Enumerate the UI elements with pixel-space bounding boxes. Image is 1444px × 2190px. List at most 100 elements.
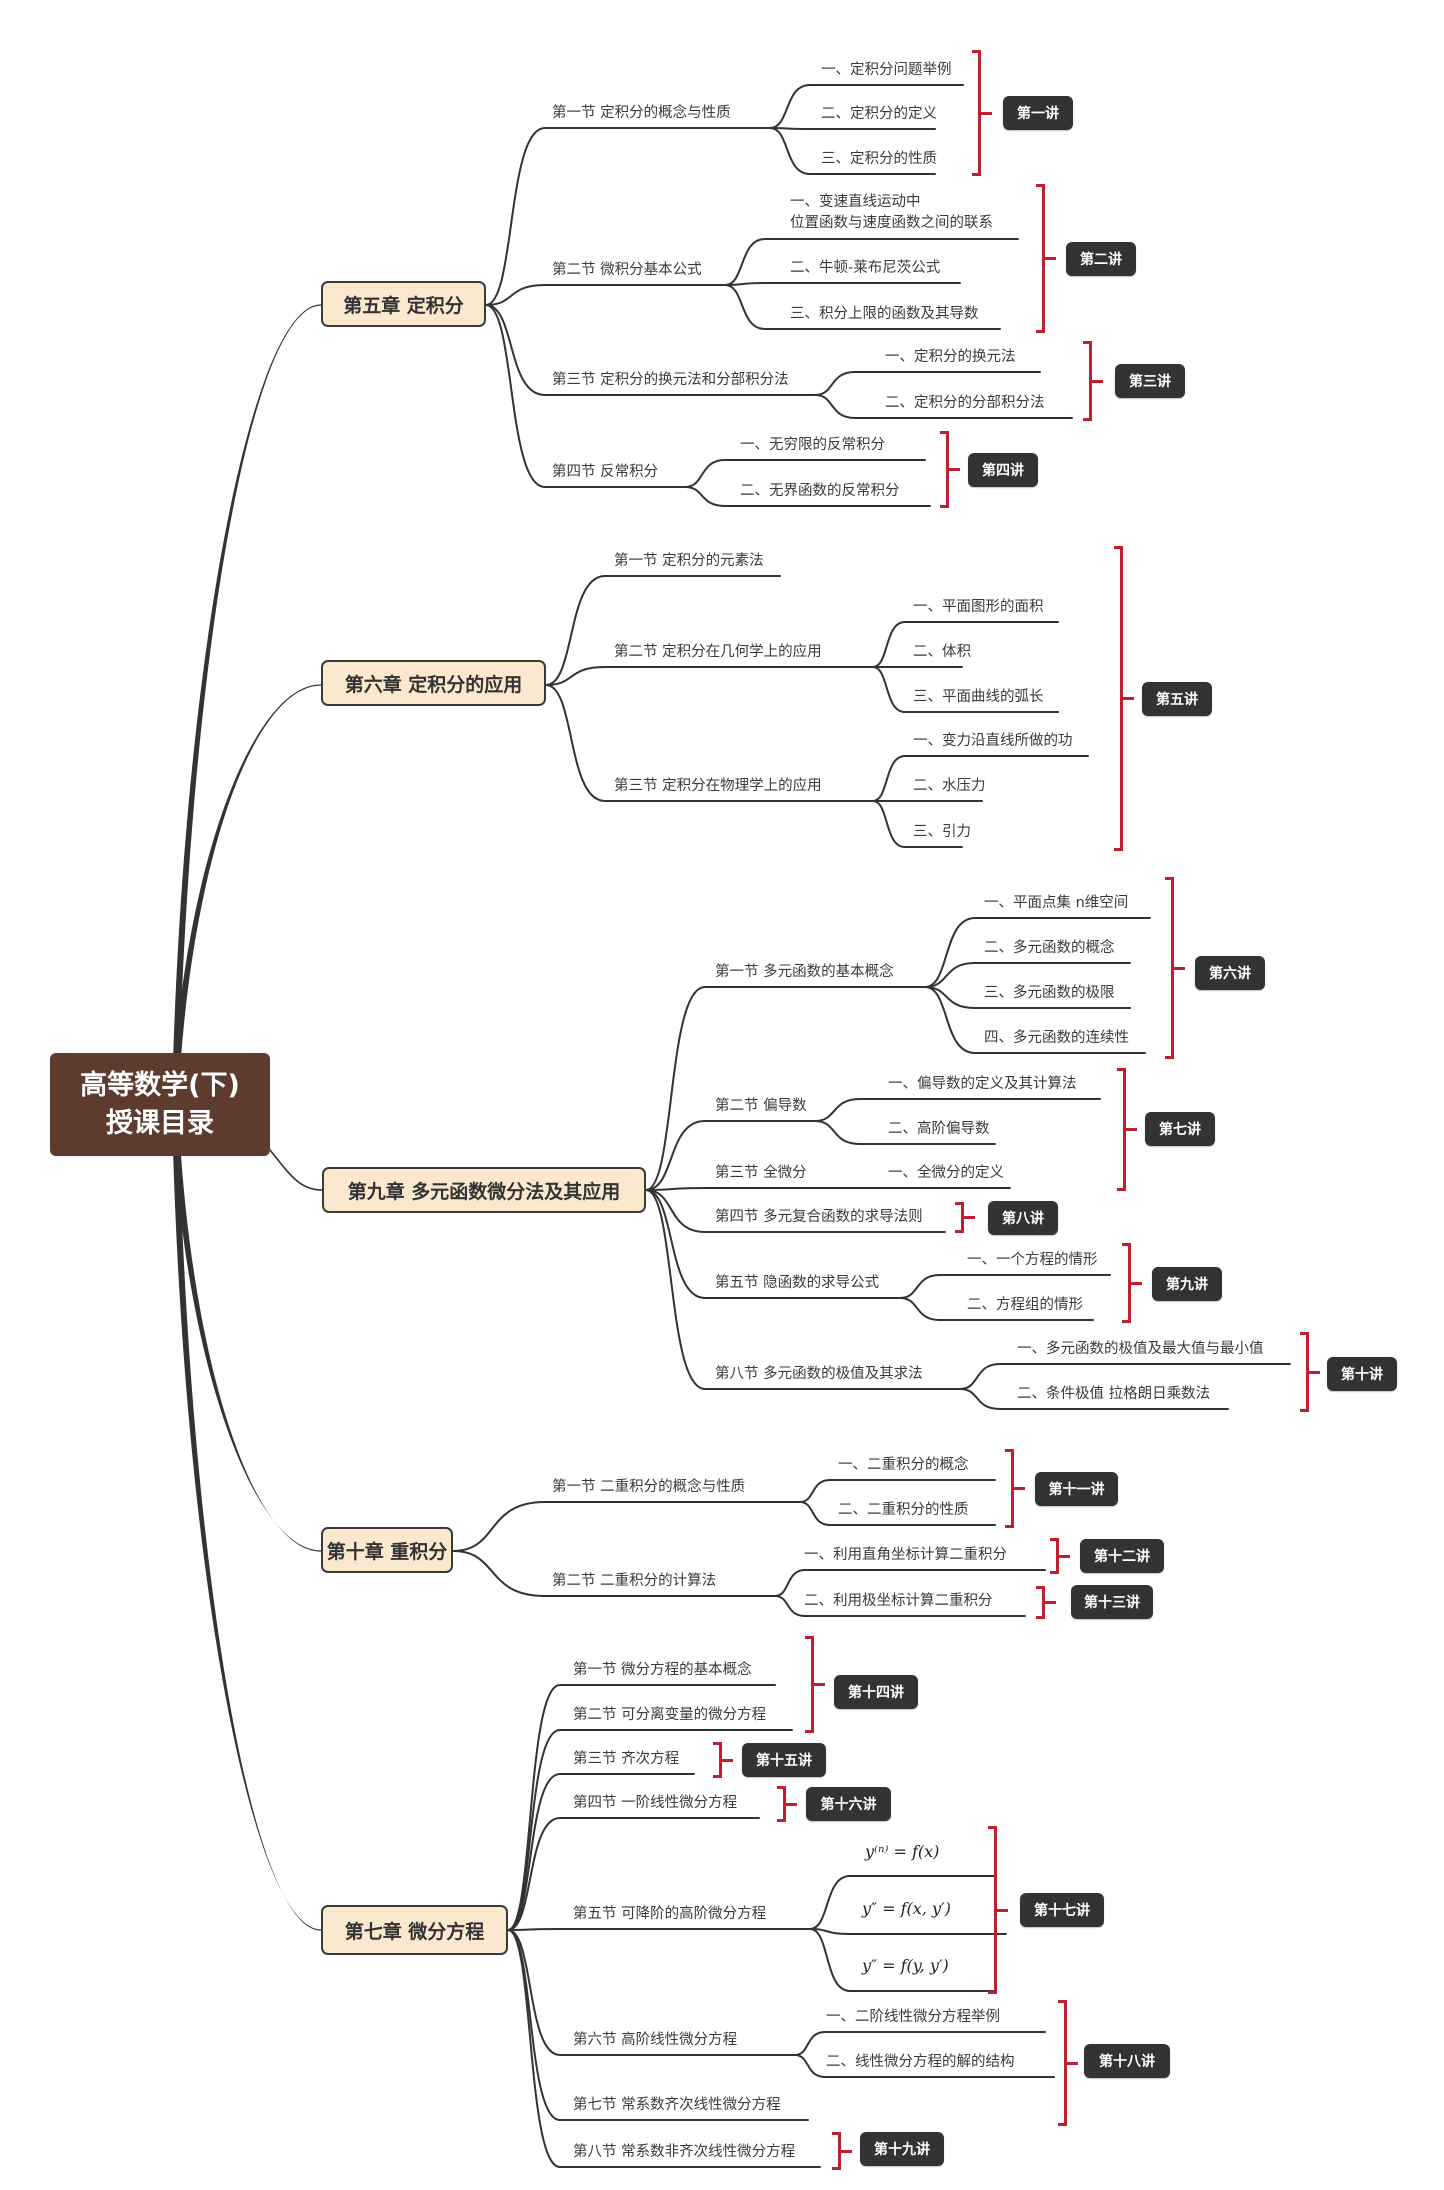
subtopic-line1[interactable]: 一、变速直线运动中 bbox=[790, 194, 921, 210]
lecture-tag[interactable]: 第二讲 bbox=[1066, 242, 1136, 276]
section-topic[interactable]: 第五节 可降阶的高阶微分方程 bbox=[573, 1906, 767, 1922]
chapter-9-topic[interactable]: 第九章 多元函数微分法及其应用 bbox=[322, 1167, 646, 1213]
subtopic[interactable]: 一、无穷限的反常积分 bbox=[740, 437, 885, 453]
subtopic[interactable]: 二、高阶偏导数 bbox=[888, 1121, 990, 1137]
subtopic-line2[interactable]: 位置函数与速度函数之间的联系 bbox=[790, 215, 993, 231]
central-topic[interactable]: 高等数学(下) 授课目录 bbox=[50, 1053, 270, 1156]
section-topic[interactable]: 第二节 二重积分的计算法 bbox=[552, 1573, 717, 1589]
formula-subtopic[interactable]: y″ = f(y, y′) bbox=[862, 1956, 949, 1975]
section-topic[interactable]: 第三节 定积分在物理学上的应用 bbox=[614, 778, 822, 794]
lecture-bracket bbox=[1050, 1538, 1070, 1574]
section-topic[interactable]: 第三节 齐次方程 bbox=[573, 1751, 680, 1767]
central-topic-line2: 授课目录 bbox=[106, 1107, 214, 1139]
section-topic[interactable]: 第一节 定积分的概念与性质 bbox=[552, 105, 731, 121]
subtopic[interactable]: 三、积分上限的函数及其导数 bbox=[790, 306, 979, 322]
lecture-tag[interactable]: 第十六讲 bbox=[806, 1787, 891, 1821]
subtopic[interactable]: 二、体积 bbox=[913, 644, 971, 660]
subtopic[interactable]: 二、多元函数的概念 bbox=[984, 940, 1115, 956]
subtopic[interactable]: 一、利用直角坐标计算二重积分 bbox=[804, 1547, 1007, 1563]
section-topic[interactable]: 第七节 常系数齐次线性微分方程 bbox=[573, 2097, 781, 2113]
section-topic[interactable]: 第二节 偏导数 bbox=[715, 1098, 807, 1114]
lecture-bracket bbox=[1122, 1243, 1142, 1323]
lecture-tag[interactable]: 第十讲 bbox=[1327, 1357, 1397, 1391]
subtopic[interactable]: 一、一个方程的情形 bbox=[967, 1252, 1098, 1268]
subtopic[interactable]: 三、多元函数的极限 bbox=[984, 985, 1115, 1001]
lecture-bracket bbox=[972, 50, 992, 176]
lecture-tag[interactable]: 第十一讲 bbox=[1035, 1472, 1118, 1506]
formula-subtopic[interactable]: y⁽ⁿ⁾ = f(x) bbox=[865, 1842, 940, 1861]
subtopic[interactable]: 一、平面点集 n维空间 bbox=[984, 895, 1129, 911]
topic-underline bbox=[645, 986, 926, 1191]
chapter-10-topic[interactable]: 第十章 重积分 bbox=[321, 1527, 453, 1573]
lecture-tag[interactable]: 第八讲 bbox=[988, 1201, 1058, 1235]
subtopic[interactable]: 一、变力沿直线所做的功 bbox=[913, 733, 1073, 749]
section-topic[interactable]: 第四节 一阶线性微分方程 bbox=[573, 1795, 738, 1811]
subtopic[interactable]: 四、多元函数的连续性 bbox=[984, 1030, 1129, 1046]
section-topic[interactable]: 第八节 多元函数的极值及其求法 bbox=[715, 1366, 923, 1382]
section-topic[interactable]: 第四节 反常积分 bbox=[552, 464, 659, 480]
section-topic[interactable]: 第一节 二重积分的概念与性质 bbox=[552, 1479, 746, 1495]
subtopic[interactable]: 二、牛顿-莱布尼茨公式 bbox=[790, 260, 941, 276]
lecture-tag[interactable]: 第十二讲 bbox=[1080, 1539, 1164, 1573]
chapter-6-topic[interactable]: 第六章 定积分的应用 bbox=[321, 660, 546, 706]
subtopic[interactable]: 二、定积分的分部积分法 bbox=[885, 395, 1045, 411]
subtopic[interactable]: 二、条件极值 拉格朗日乘数法 bbox=[1017, 1386, 1211, 1402]
chapter-7-topic[interactable]: 第七章 微分方程 bbox=[321, 1905, 508, 1955]
subtopic[interactable]: 二、线性微分方程的解的结构 bbox=[826, 2054, 1015, 2070]
section-topic[interactable]: 第一节 微分方程的基本概念 bbox=[573, 1662, 752, 1678]
lecture-tag[interactable]: 第十五讲 bbox=[742, 1743, 826, 1777]
lecture-tag[interactable]: 第十九讲 bbox=[860, 2132, 944, 2166]
subtopic[interactable]: 一、多元函数的极值及最大值与最小值 bbox=[1017, 1341, 1264, 1357]
section-topic[interactable]: 第二节 定积分在几何学上的应用 bbox=[614, 644, 822, 660]
subtopic[interactable]: 一、偏导数的定义及其计算法 bbox=[888, 1076, 1077, 1092]
subtopic[interactable]: 二、利用极坐标计算二重积分 bbox=[804, 1593, 993, 1609]
lecture-tag[interactable]: 第十四讲 bbox=[834, 1675, 918, 1709]
topic-underline bbox=[485, 284, 726, 306]
section-topic[interactable]: 第一节 多元函数的基本概念 bbox=[715, 964, 894, 980]
section-topic[interactable]: 第五节 隐函数的求导公式 bbox=[715, 1275, 880, 1291]
section-topic[interactable]: 第二节 微积分基本公式 bbox=[552, 262, 702, 278]
subtopic[interactable]: 一、二阶线性微分方程举例 bbox=[826, 2009, 1000, 2025]
lecture-bracket bbox=[777, 1786, 797, 1822]
lecture-bracket bbox=[1117, 1068, 1137, 1191]
subtopic[interactable]: 一、定积分问题举例 bbox=[821, 62, 952, 78]
section-topic[interactable]: 第三节 全微分 bbox=[715, 1165, 807, 1181]
lecture-bracket bbox=[1114, 546, 1134, 851]
section-topic[interactable]: 第三节 定积分的换元法和分部积分法 bbox=[552, 372, 789, 388]
subtopic[interactable]: 一、平面图形的面积 bbox=[913, 599, 1044, 615]
section-topic[interactable]: 第二节 可分离变量的微分方程 bbox=[573, 1707, 767, 1723]
formula-subtopic[interactable]: y″ = f(x, y′) bbox=[862, 1899, 951, 1918]
lecture-tag[interactable]: 第十八讲 bbox=[1084, 2044, 1170, 2078]
topic-underline bbox=[814, 1098, 1101, 1122]
lecture-bracket bbox=[1005, 1449, 1025, 1528]
section-topic[interactable]: 第四节 多元复合函数的求导法则 bbox=[715, 1209, 923, 1225]
subtopic[interactable]: 三、平面曲线的弧长 bbox=[913, 689, 1044, 705]
lecture-tag[interactable]: 第一讲 bbox=[1003, 96, 1073, 130]
subtopic[interactable]: 二、定积分的定义 bbox=[821, 106, 937, 122]
section-topic[interactable]: 第六节 高阶线性微分方程 bbox=[573, 2032, 738, 2048]
lecture-tag[interactable]: 第十七讲 bbox=[1020, 1893, 1104, 1927]
lecture-tag[interactable]: 第六讲 bbox=[1195, 956, 1265, 990]
subtopic[interactable]: 二、方程组的情形 bbox=[967, 1297, 1083, 1313]
lecture-tag[interactable]: 第七讲 bbox=[1145, 1112, 1215, 1146]
lecture-tag[interactable]: 第五讲 bbox=[1142, 682, 1212, 716]
subtopic[interactable]: 一、全微分的定义 bbox=[888, 1165, 1004, 1181]
chapter-branch bbox=[171, 684, 321, 1105]
chapter-5-topic[interactable]: 第五章 定积分 bbox=[321, 281, 486, 327]
subtopic[interactable]: 二、二重积分的性质 bbox=[838, 1502, 969, 1518]
section-topic[interactable]: 第八节 常系数非齐次线性微分方程 bbox=[573, 2144, 796, 2160]
subtopic[interactable]: 一、二重积分的概念 bbox=[838, 1457, 969, 1473]
lecture-tag[interactable]: 第四讲 bbox=[968, 453, 1038, 487]
subtopic[interactable]: 三、定积分的性质 bbox=[821, 151, 937, 167]
lecture-tag[interactable]: 第九讲 bbox=[1152, 1267, 1222, 1301]
subtopic[interactable]: 二、无界函数的反常积分 bbox=[740, 483, 900, 499]
subtopic[interactable]: 二、水压力 bbox=[913, 778, 986, 794]
subtopic[interactable]: 一、定积分的换元法 bbox=[885, 349, 1016, 365]
lecture-tag[interactable]: 第十三讲 bbox=[1071, 1585, 1153, 1619]
lecture-tag[interactable]: 第三讲 bbox=[1115, 364, 1185, 398]
lecture-bracket bbox=[940, 431, 960, 508]
subtopic[interactable]: 三、引力 bbox=[913, 824, 971, 840]
section-topic[interactable]: 第一节 定积分的元素法 bbox=[614, 553, 764, 569]
topic-underline bbox=[485, 304, 686, 488]
lecture-bracket bbox=[988, 1826, 1008, 1994]
